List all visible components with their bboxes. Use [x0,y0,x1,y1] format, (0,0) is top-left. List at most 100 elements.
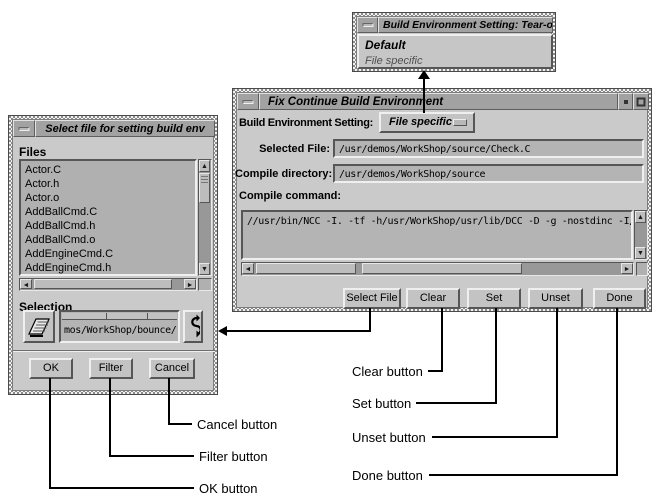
done-button-callout: Done button [352,468,423,483]
unset-button-callout: Unset button [352,430,426,445]
ok-button[interactable]: OK [29,358,73,379]
setting-label: Build Environment Setting: [239,117,373,129]
scroll-left-icon[interactable]: ◄ [20,279,32,289]
files-list[interactable]: Actor.C Actor.h Actor.o AddBallCmd.C Add… [19,159,197,276]
compile-command-textarea[interactable]: //usr/bin/NCC -I. -tf -h/usr/WorkShop/us… [241,210,633,260]
maximize-button[interactable] [633,93,649,110]
drop-pocket-button[interactable] [23,310,55,343]
scroll-left-icon[interactable]: ◄ [242,263,254,274]
file-dialog-window-menu-button[interactable] [13,120,35,137]
clear-callout-line [441,308,443,372]
scrollbar-corner [636,262,648,276]
unset-callout-line [556,308,558,438]
scroll-right-icon[interactable]: ► [184,279,196,289]
list-item[interactable]: AddEngineCmd.C [25,248,114,260]
files-list-vscrollbar[interactable]: ▲ ▼ [198,159,212,276]
file-selection-dialog: Select file for setting build env Files … [8,115,218,395]
selection-field-scrollbar[interactable] [62,313,177,320]
scroll-down-icon[interactable]: ▼ [199,263,210,275]
main-window-menu-button[interactable] [237,93,259,110]
clear-button-callout: Clear button [352,364,423,379]
file-dialog-title: Select file for setting build env [35,120,215,137]
ok-callout-line [49,487,194,489]
set-callout-line [416,402,497,404]
unset-callout-line [432,436,558,438]
menu-item-file-specific[interactable]: File specific [365,55,423,67]
done-callout-line [429,474,618,476]
filter-callout-line [109,455,194,457]
compile-command-label: Compile command: [239,190,342,202]
setting-option-menu[interactable]: File specific [379,112,475,133]
scrollbar-thumb[interactable] [199,173,210,203]
list-item[interactable]: Actor.o [25,192,60,204]
rescan-button[interactable] [183,310,203,343]
selected-file-value: /usr/demos/WorkShop/source/Check.C [339,144,531,155]
setting-option-value: File specific [389,116,452,128]
done-button[interactable]: Done [593,288,646,309]
scrollbar-thumb[interactable] [34,279,172,289]
list-item[interactable]: Actor.C [25,164,62,176]
scrollbar-corner [198,278,212,291]
tearoff-arrow-icon [418,70,430,79]
list-item[interactable]: AddBallCmd.o [25,234,96,246]
cancel-callout-line [168,378,170,425]
list-item[interactable]: AddBallCmd.C [25,206,98,218]
minimize-button[interactable] [618,93,633,110]
compile-directory-field[interactable]: /usr/demos/WorkShop/source [333,164,644,183]
select-file-arrow-line [369,308,371,332]
filter-button[interactable]: Filter [89,358,133,379]
selection-field[interactable]: mos/WorkShop/bounce/ [59,310,180,343]
cancel-callout-line [168,423,192,425]
selected-file-label: Selected File: [259,143,330,155]
tearoff-window-menu-button[interactable] [357,17,378,33]
done-callout-line [616,308,618,476]
drop-pocket-icon [28,318,50,337]
scroll-up-icon[interactable]: ▲ [199,160,210,172]
window-menu-icon [242,99,254,104]
window-menu-icon [18,126,30,131]
cancel-button[interactable]: Cancel [149,358,195,379]
select-file-button[interactable]: Select File [343,288,401,309]
scroll-right-icon[interactable]: ► [621,263,633,274]
clear-button[interactable]: Clear [406,288,460,309]
ok-button-callout: OK button [199,481,258,496]
list-item[interactable]: AddEngineCmd.h [25,262,112,274]
compile-directory-value: /usr/demos/WorkShop/source [339,169,486,180]
list-item[interactable]: AddBallCmd.h [25,220,96,232]
set-callout-line [495,308,497,404]
option-menu-icon [453,119,467,126]
select-file-arrow-icon [218,326,227,336]
files-list-hscrollbar[interactable]: ◄ ► [19,278,197,291]
compile-directory-label: Compile directory: [235,168,333,180]
minimize-icon [623,99,628,104]
tearoff-title: Build Environment Setting: Tear-off [378,17,553,33]
filter-callout-line [109,378,111,457]
tearoff-window: Build Environment Setting: Tear-off Defa… [352,12,556,72]
ok-callout-line [49,378,51,489]
recycle-icon [191,314,200,338]
scroll-down-icon[interactable]: ▼ [635,247,646,259]
compile-command-hscrollbar[interactable]: ◄ ► [241,262,634,276]
window-menu-icon [362,23,373,27]
selected-file-field[interactable]: /usr/demos/WorkShop/source/Check.C [333,139,644,158]
filter-button-callout: Filter button [199,449,268,464]
compile-command-value: //usr/bin/NCC -I. -tf -h/usr/WorkShop/us… [247,216,631,227]
main-dialog-title: Fix Continue Build Environment [259,93,618,110]
cancel-button-callout: Cancel button [197,417,278,432]
scrollbar-thumb[interactable] [362,263,522,274]
set-button[interactable]: Set [467,288,521,309]
tearoff-menu-pane: Default File specific [357,34,553,69]
unset-button[interactable]: Unset [528,288,583,309]
maximize-icon [636,97,646,106]
scroll-up-icon[interactable]: ▲ [635,211,646,223]
fix-continue-dialog: Fix Continue Build Environment Build Env… [232,88,652,312]
tearoff-arrow-line [423,78,425,113]
compile-command-vscrollbar[interactable]: ▲ ▼ [634,210,648,260]
files-label: Files [19,145,47,159]
menu-item-default[interactable]: Default [365,38,406,52]
list-item[interactable]: Actor.h [25,178,60,190]
scrollbar-thumb[interactable] [256,263,356,274]
select-file-arrow-line [227,330,371,332]
set-button-callout: Set button [352,396,412,411]
